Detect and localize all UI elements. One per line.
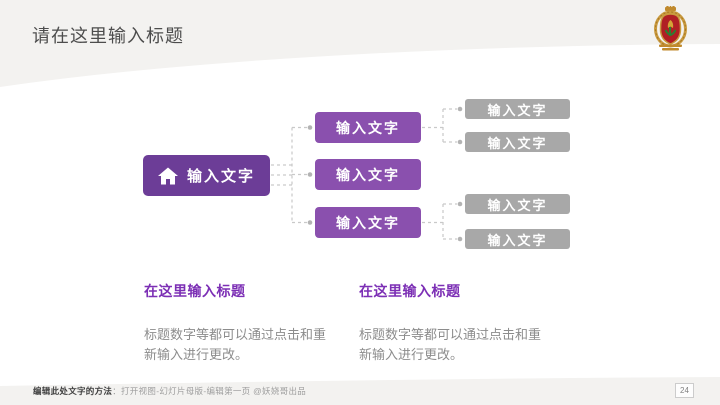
home-icon bbox=[157, 167, 178, 184]
root-node-label: 输入文字 bbox=[186, 168, 255, 185]
text-block-left[interactable]: 在这里输入标题 标题数字等都可以通过点击和重新输入进行更改。 bbox=[144, 281, 344, 365]
text-block-heading: 在这里输入标题 bbox=[144, 283, 246, 299]
text-block-heading: 在这里输入标题 bbox=[359, 283, 461, 299]
text-block-body: 标题数字等都可以通过点击和重新输入进行更改。 bbox=[144, 327, 327, 362]
page-number: 24 bbox=[675, 383, 694, 398]
slide-title[interactable]: 请在这里输入标题 bbox=[32, 26, 184, 46]
diagram-level3-node-4[interactable]: 输入文字 bbox=[465, 229, 570, 249]
node-label: 输入文字 bbox=[487, 232, 548, 248]
text-block-body: 标题数字等都可以通过点击和重新输入进行更改。 bbox=[359, 327, 542, 362]
diagram-level3-node-2[interactable]: 输入文字 bbox=[465, 132, 570, 152]
footer-note: 编辑此处文字的方法：打开视图-幻灯片母版-编辑第一页 @妖娆哥出品 bbox=[33, 385, 306, 397]
node-label: 输入文字 bbox=[336, 119, 400, 136]
university-crest-logo bbox=[654, 6, 687, 51]
footer-note-bold: 编辑此处文字的方法 bbox=[33, 386, 113, 396]
diagram-root-node[interactable]: 输入文字 bbox=[143, 155, 270, 196]
text-block-right[interactable]: 在这里输入标题 标题数字等都可以通过点击和重新输入进行更改。 bbox=[359, 281, 559, 365]
diagram-level2-node-2[interactable]: 输入文字 bbox=[315, 159, 421, 190]
node-label: 输入文字 bbox=[336, 214, 400, 231]
diagram-level3-node-3[interactable]: 输入文字 bbox=[465, 194, 570, 214]
node-label: 输入文字 bbox=[487, 197, 548, 213]
diagram-level2-node-1[interactable]: 输入文字 bbox=[315, 112, 421, 143]
diagram-level2-node-3[interactable]: 输入文字 bbox=[315, 207, 421, 238]
node-label: 输入文字 bbox=[336, 166, 400, 183]
node-label: 输入文字 bbox=[487, 135, 548, 151]
node-label: 输入文字 bbox=[487, 102, 548, 118]
footer-note-rest: ：打开视图-幻灯片母版-编辑第一页 @妖娆哥出品 bbox=[112, 386, 307, 396]
top-curve-band bbox=[0, 0, 720, 87]
diagram-level3-node-1[interactable]: 输入文字 bbox=[465, 99, 570, 119]
